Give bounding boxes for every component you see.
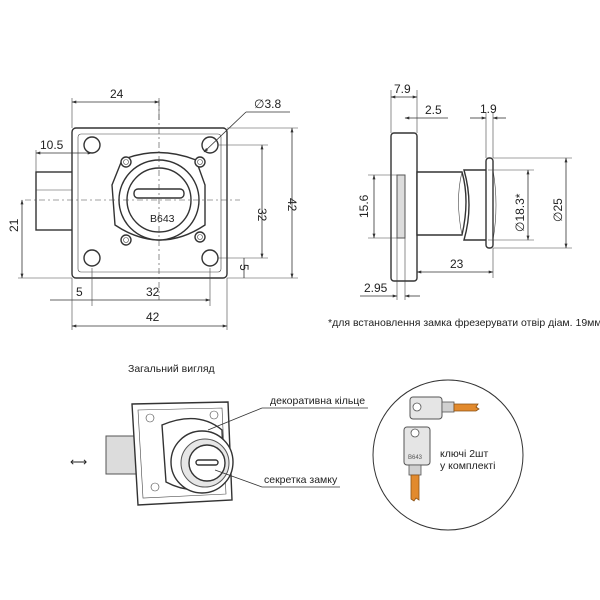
label-lock-cylinder: секретка замку [264,474,338,486]
dim-plate-thickness: 7.9 [394,82,411,96]
keys-caption-2: у комплекті [440,460,495,472]
mounting-hole [201,136,219,154]
cylinder-code: B643 [150,213,175,225]
dim-width-top: 24 [110,87,124,101]
mounting-hole [83,249,101,267]
dim-edge-right: 5 [237,264,251,271]
mounting-hole [201,249,219,267]
dim-base-thickness: 2.95 [364,281,388,295]
label-decorative-ring: декоративна кільце [270,395,365,407]
keys-caption-1: ключі 2шт [440,448,488,460]
dim-bolt-offset: 10.5 [40,138,64,152]
dim-height-outer: 42 [285,198,299,212]
dim-cylinder-diameter: ∅18.3* [513,193,527,232]
dim-body-length: 23 [450,257,464,271]
footnote: *для встановлення замка фрезерувати отві… [328,317,600,329]
dim-height-inner: 32 [255,208,269,222]
dim-edge-bottom: 5 [76,285,83,299]
dim-width-inner: 32 [146,285,160,299]
side-ring [485,157,494,249]
side-cylinder [463,169,489,241]
dim-slot-height: 15.6 [357,194,371,218]
side-view: 7.9 2.5 1.9 15.6 ∅18.3* ∅25 23 [328,82,600,329]
dim-width-outer: 42 [146,310,160,324]
key-horizontal [409,396,480,420]
general-bolt [105,435,137,475]
dim-step: 2.5 [425,103,442,117]
dim-ring-diameter: ∅25 [551,198,565,222]
general-view: Загальний вигляд ⟷ декоративна кільце се… [70,363,368,506]
mounting-hole [83,136,101,154]
key-vertical: B643 [403,426,431,502]
keys-inset: B643 ключі 2шт у комплекті [372,379,524,531]
bolt [35,171,77,231]
front-view: B643 24 ∅3.8 10.5 32 42 5 21 [7,87,299,330]
dim-hole-diameter: ∅3.8 [254,97,281,111]
dim-bolt-height: 21 [7,218,21,232]
dim-ring: 1.9 [480,102,497,116]
key-code: B643 [408,455,423,461]
bolt-motion-arrow: ⟷ [70,455,87,469]
general-view-title: Загальний вигляд [128,363,215,375]
